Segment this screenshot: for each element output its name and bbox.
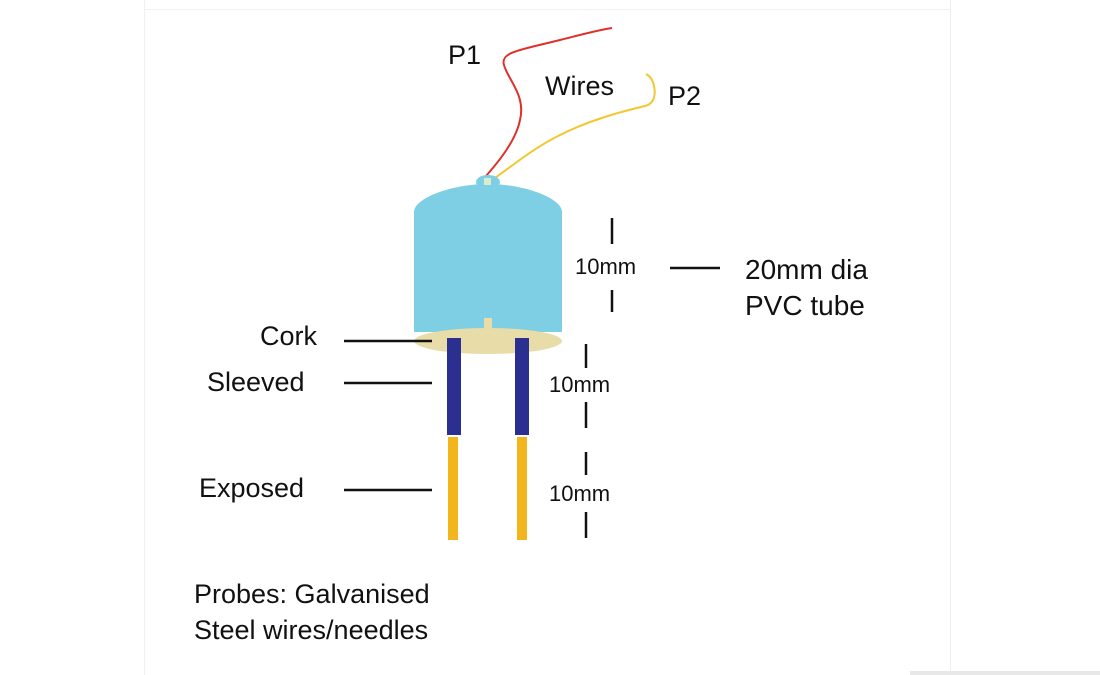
label-p1: P1 [448,40,482,70]
label-sleeved: Sleeved [207,367,305,397]
pvc-tube [414,175,562,332]
label-dim-tube: 10mm [575,254,637,279]
note-line2: Steel wires/needles [194,615,429,645]
page-border-bottom [910,671,1100,675]
label-wires: Wires [545,71,614,101]
label-dim-exposed: 10mm [549,481,611,506]
label-dim-sleeved: 10mm [549,372,611,397]
probe-left-sleeve [447,338,461,435]
page-border-left [144,0,145,675]
page-border-right [950,0,951,675]
wire-p2 [491,73,656,181]
probe-right-exposed [517,437,527,540]
label-tube-line1: 20mm dia [745,254,868,285]
page-border-top [144,9,950,10]
label-cork: Cork [260,321,318,351]
wire-p1 [485,27,613,177]
probe-right-sleeve [515,338,529,435]
probe-left-exposed [448,437,458,540]
note-line1: Probes: Galvanised [194,579,430,609]
label-p2: P2 [668,81,702,111]
label-exposed: Exposed [199,473,305,503]
label-tube-line2: PVC tube [745,290,865,321]
